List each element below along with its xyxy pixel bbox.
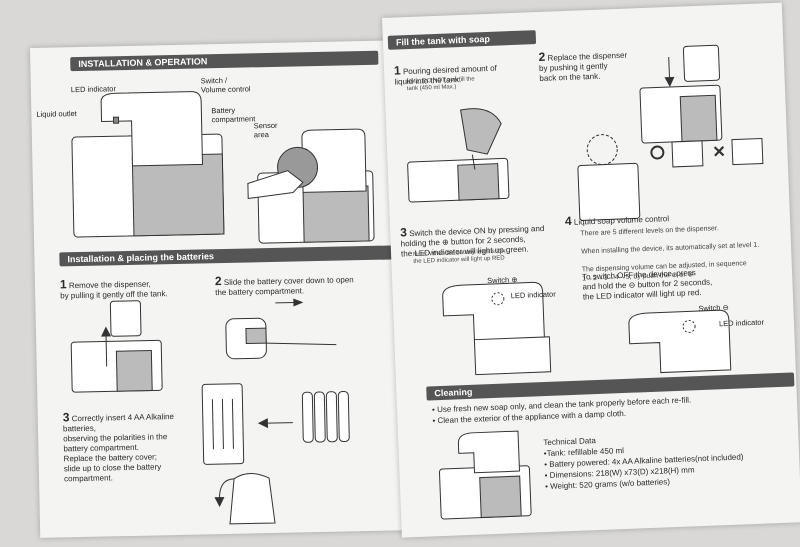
replace-dispenser-illustration: ✕ [577, 44, 764, 221]
switch-off-illustration [628, 309, 732, 374]
switch-off-text: To switch OFF the device, press and hold… [581, 268, 713, 302]
section-title-installation: INSTALLATION & OPERATION [70, 50, 379, 72]
callout-led-indicator: LED indicator [70, 84, 116, 95]
pour-soap-illustration [407, 108, 510, 203]
callout-switch-plus: Switch ⊕ [486, 274, 518, 286]
callout-led-indicator-2: LED indicator [718, 317, 765, 329]
step-2: 2 Slide the battery cover down to open t… [214, 274, 354, 298]
right-page: Fill the tank with soap 1 Pouring desire… [382, 2, 800, 538]
callout-led-indicator-1: LED indicator [510, 289, 556, 301]
left-page: INSTALLATION & OPERATION LED indicator S… [30, 40, 406, 538]
remove-dispenser-illustration [70, 300, 163, 393]
svg-text:✕: ✕ [712, 144, 726, 162]
callout-switch-minus: Switch ⊖ [698, 302, 730, 314]
insert-batteries-illustration [201, 383, 350, 525]
technical-data: Technical Data •Tank: refillable 450 ml … [543, 429, 744, 492]
cleaning-illustration [438, 430, 532, 520]
callout-liquid-outlet: Liquid outlet [36, 109, 77, 119]
section-title-fill-tank: Fill the tank with soap [387, 30, 537, 50]
dispenser-illustration [71, 91, 225, 238]
fill-step-1-note: Note: DO NOT overfill the tank (450 ml M… [406, 76, 475, 93]
battery-cover-illustration [225, 298, 337, 360]
step-3: 3 Correctly insert 4 AA Alkaline batteri… [62, 410, 175, 484]
switch-on-illustration [442, 281, 552, 376]
callout-switch: Switch / Volume control [200, 75, 251, 95]
fill-step-3-note: Note: When the battery level is low, the… [413, 248, 507, 265]
callout-sensor-area: Sensor area [253, 120, 278, 140]
sensor-illustration [247, 128, 375, 244]
